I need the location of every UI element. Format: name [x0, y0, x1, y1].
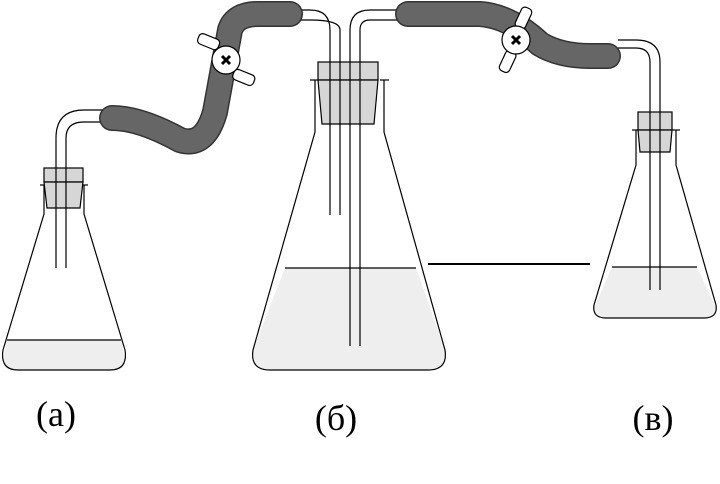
flask-c-tube-inner	[618, 39, 661, 290]
label-b: (б)	[314, 398, 358, 438]
flask-c-body	[593, 130, 717, 319]
clamp-left-arm-bottom	[232, 68, 256, 87]
flask-a-body	[1, 185, 127, 371]
flask-b-body	[252, 80, 446, 371]
label-a: (а)	[36, 394, 76, 434]
clamp-left-screw	[220, 54, 232, 66]
flask-b-stopper	[317, 79, 379, 125]
flask-b-long-tube-inner	[359, 19, 400, 346]
hose-right	[396, 2, 620, 68]
flask-c-tube-outer	[618, 47, 651, 290]
flask-b-short-tube-inner	[296, 19, 341, 215]
hose-left	[100, 2, 302, 153]
flask-b	[252, 9, 446, 371]
flask-c-liquid	[594, 267, 716, 318]
clamp-right-screw	[510, 34, 522, 46]
flask-a-stopper-cap	[43, 167, 84, 183]
flask-b-short-tube-outer	[296, 9, 331, 215]
clamp-left-arm-top	[196, 33, 221, 51]
pinch-clamp-icon	[498, 6, 533, 74]
flask-b-liquid	[253, 268, 445, 370]
flask-b-long-tube-outer	[349, 9, 400, 346]
label-c: (в)	[632, 398, 674, 438]
flask-a-stopper	[43, 181, 84, 209]
flask-a-liquid	[3, 340, 125, 370]
rubber-hose-right	[395, 1, 621, 69]
flask-c-stopper	[637, 129, 673, 153]
flask-a-tube-inner	[65, 121, 108, 268]
flask-a	[1, 109, 127, 371]
rubber-hose-left	[99, 1, 303, 155]
flask-c	[593, 39, 717, 319]
pinch-clamp-icon	[196, 33, 256, 87]
flask-a-tube-outer	[55, 109, 108, 268]
flask-c-stopper-cap	[637, 111, 673, 131]
flask-b-stopper-cap	[317, 61, 379, 81]
